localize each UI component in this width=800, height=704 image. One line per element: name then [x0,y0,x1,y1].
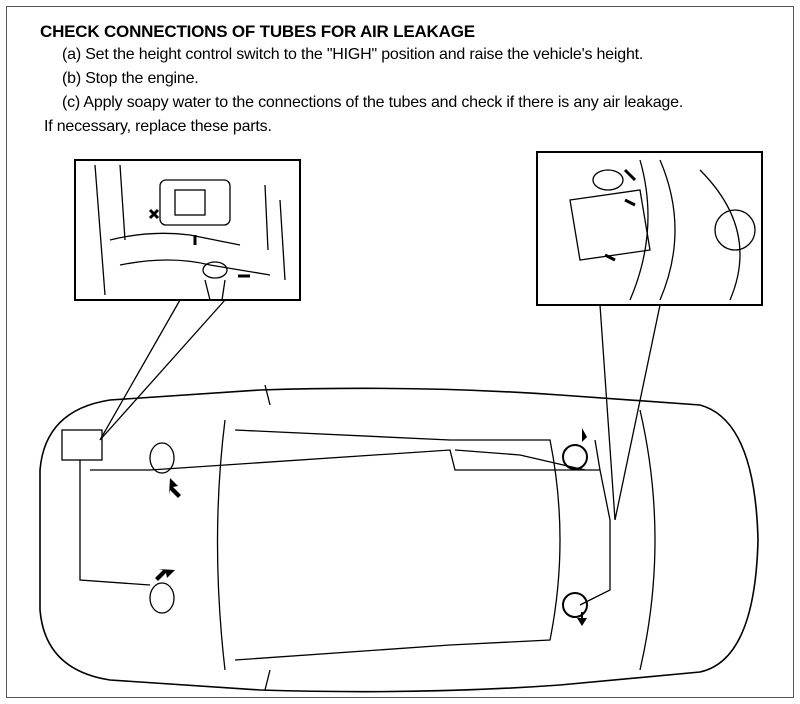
section-heading: CHECK CONNECTIONS OF TUBES FOR AIR LEAKA… [40,22,475,41]
page-border [6,6,794,698]
height-control-valves [61,429,588,618]
note: If necessary, replace these parts. [44,118,272,135]
rear-callout-line [599,304,661,521]
leak-check-arrows [155,428,587,626]
rear-detail-inset [536,151,763,306]
step-c: (c) Apply soapy water to the connections… [62,94,684,111]
front-callout-line [99,299,226,441]
car-body [39,384,759,693]
step-b: (b) Stop the engine. [62,70,199,87]
air-tubes [79,439,611,606]
front-detail-inset [74,159,301,301]
step-a: (a) Set the height control switch to the… [62,46,644,63]
